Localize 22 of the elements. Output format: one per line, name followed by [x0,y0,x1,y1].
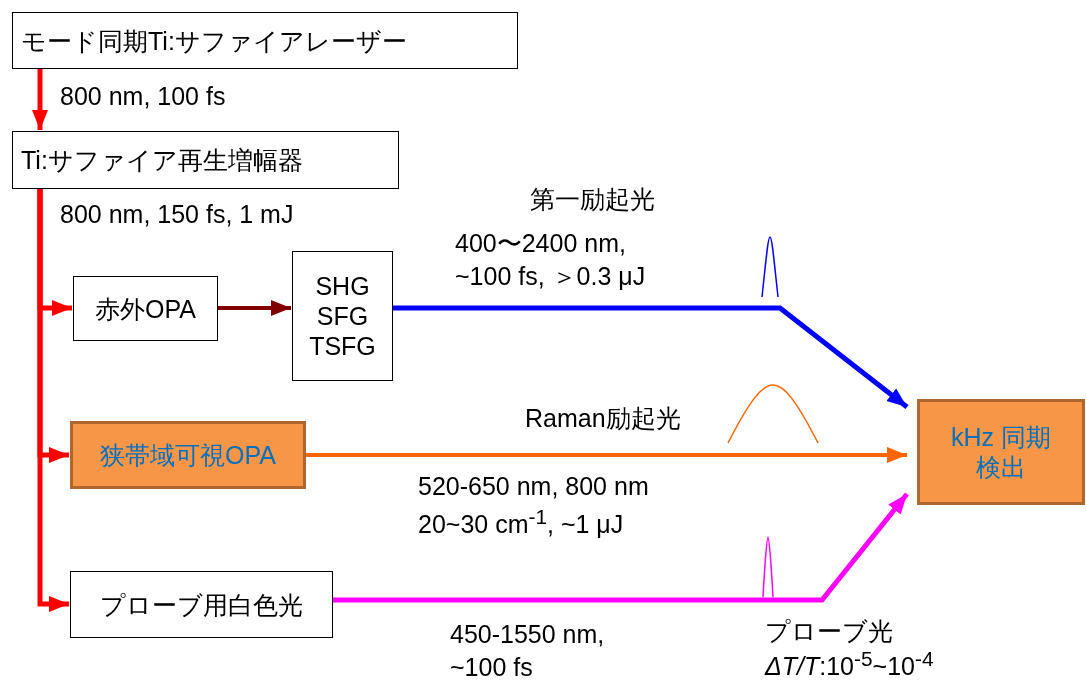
arrow [37,189,69,612]
arrow [32,69,48,130]
edge-label: 520-650 nm, 800 nm 20~30 cm$^{-1}$, ~1 μJ [418,471,650,540]
beam-label: プローブ光 [765,616,893,647]
arrow [218,300,291,316]
process-box: プローブ用白色光 [70,571,333,638]
process-box: kHz 同期検出 [917,399,1085,505]
process-box: Ti:サファイア再生増幅器 [12,131,399,189]
process-box: モード同期Ti:サファイアレーザー [12,12,518,69]
beam-label: ΔT/T:10$^{-5}$~10$^{-4}$ [765,646,934,683]
process-box: 狭帯域可視OPA [70,421,306,489]
process-box: 赤外OPA [73,276,218,341]
edge-label: 450-1550 nm, ~100 fs [450,619,606,683]
beam-label: 第一励起光 [530,184,655,215]
arrow [306,447,907,463]
edge-label: 800 nm, 100 fs [60,81,227,112]
beam-label: Raman励起光 [525,403,681,434]
arrow [333,492,909,603]
process-box: SHG SFG TSFG [292,251,393,381]
edge-label: 800 nm, 150 fs, 1 mJ [60,199,295,230]
edge-label: 400〜2400 nm, ~100 fs, ＞0.3 μJ [455,228,647,292]
arrow [393,305,909,409]
